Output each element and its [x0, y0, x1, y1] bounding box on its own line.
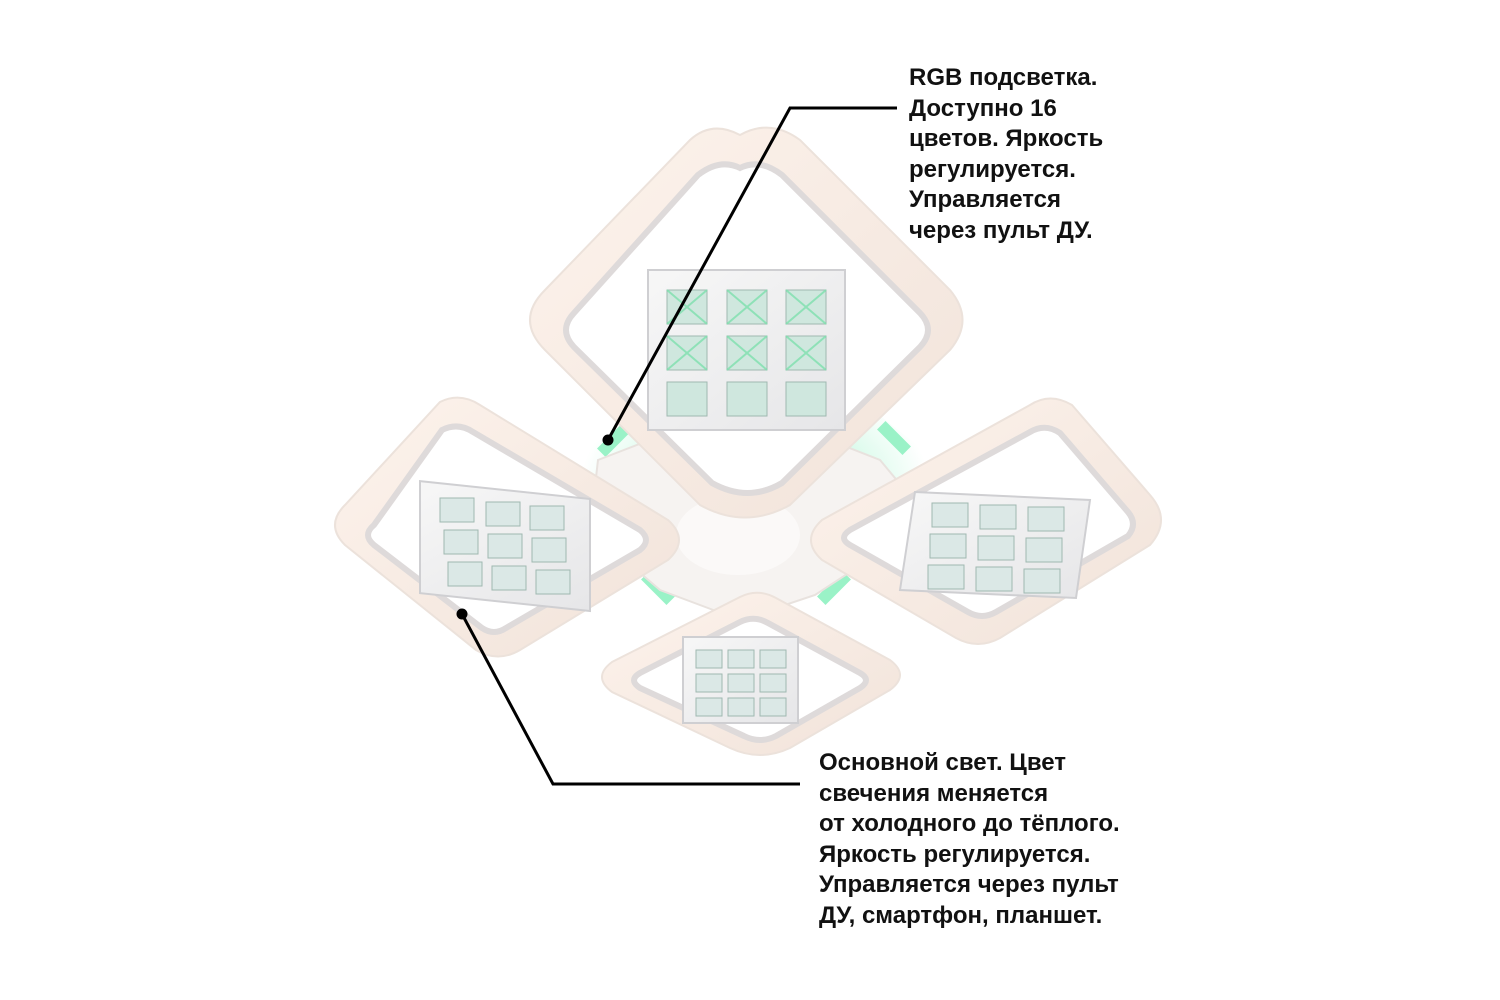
- callout-line: ДУ, смартфон, планшет.: [819, 901, 1103, 929]
- callout-line: Управляется через пульт: [819, 871, 1119, 898]
- callout-line: регулируется.: [909, 155, 1076, 183]
- callout-line: Управляется: [909, 186, 1062, 213]
- callout-line: RGB подсветка.: [909, 64, 1098, 91]
- leader-line-rgb: [602, 106, 897, 446]
- callout-line: через пульт ДУ.: [909, 216, 1093, 244]
- top-ring: [529, 126, 964, 519]
- leader-line-main-light: [456, 608, 800, 786]
- callout-line: цветов. Яркость: [909, 125, 1104, 152]
- crystal-grid: [927, 502, 1065, 594]
- crystal-grid: [439, 497, 571, 595]
- callout-line: Яркость регулируется.: [819, 840, 1091, 868]
- left-ring: [334, 396, 680, 658]
- callout-line: Доступно 16: [909, 94, 1057, 122]
- callout-line: свечения меняется: [819, 779, 1049, 807]
- rgb-backlight-callout: RGB подсветка. Доступно 16 цветов. Яркос…: [909, 63, 1103, 246]
- bottom-ring: [601, 591, 901, 756]
- callout-line: Основной свет. Цвет: [819, 749, 1067, 776]
- right-ring: [810, 397, 1162, 645]
- callout-line: от холодного до тёплого.: [819, 810, 1120, 837]
- main-light-callout: Основной свет. Цвет свечения меняется от…: [819, 748, 1120, 931]
- crystal-grid: [695, 649, 787, 717]
